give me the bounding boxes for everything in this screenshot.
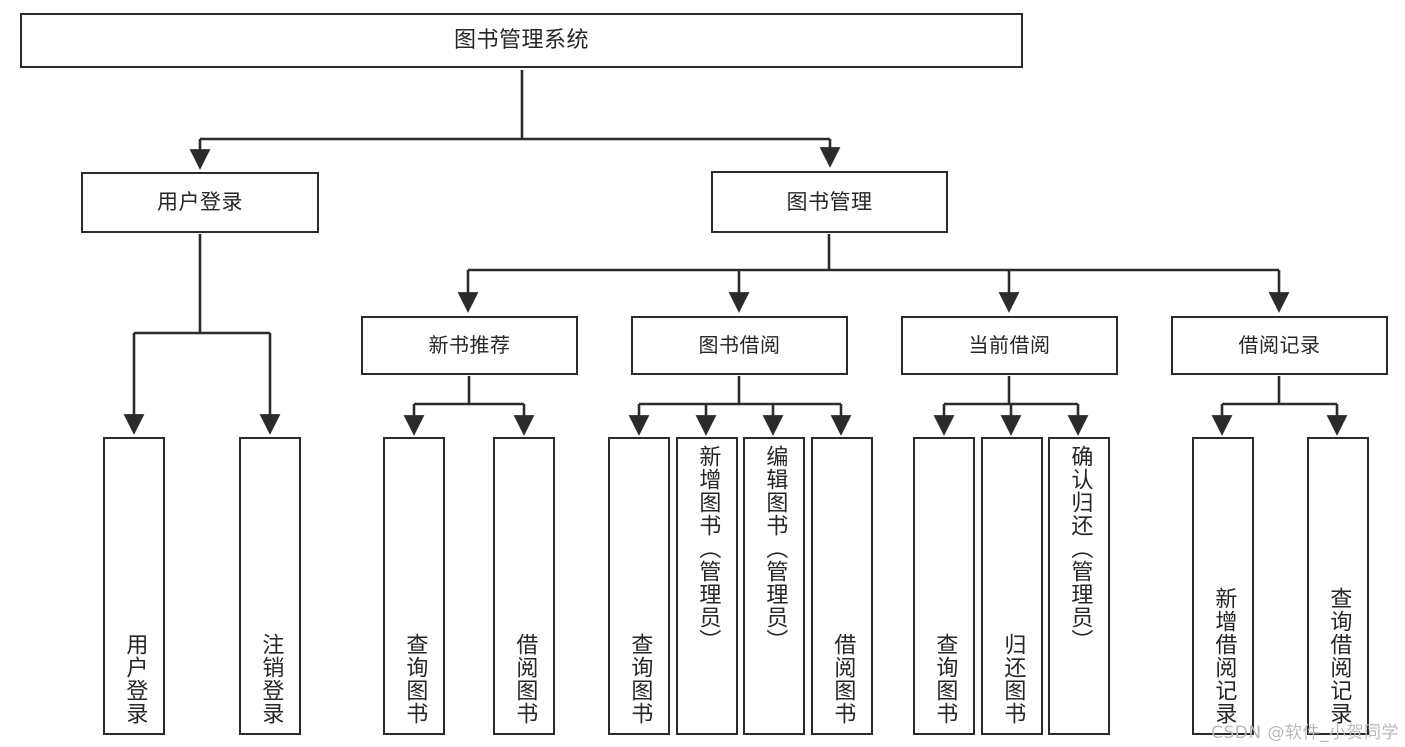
node-label: 图书管理系统	[453, 27, 589, 53]
leaf-label: 查询图书	[627, 633, 653, 725]
node-new-book-recommend[interactable]: 新书推荐	[361, 316, 578, 375]
leaf-label: 查询图书	[932, 633, 958, 725]
leaf-borrow-add-book-admin[interactable]: 新增图书（管理员）	[676, 437, 738, 735]
leaf-label: 归还图书	[1000, 633, 1026, 725]
watermark-text: CSDN @软件_小贺同学	[1211, 723, 1399, 743]
leaf-current-return-book[interactable]: 归还图书	[981, 437, 1043, 735]
node-label: 用户登录	[157, 190, 243, 215]
node-label: 图书管理	[786, 189, 873, 214]
leaf-user-login-logout[interactable]: 注销登录	[239, 437, 301, 735]
leaf-label: 查询图书	[402, 633, 428, 725]
node-label: 借阅记录	[1238, 333, 1321, 357]
leaf-current-confirm-return-admin[interactable]: 确认归还（管理员）	[1048, 437, 1110, 735]
node-user-login[interactable]: 用户登录	[81, 172, 319, 233]
node-book-borrow[interactable]: 图书借阅	[631, 316, 848, 375]
node-borrow-record[interactable]: 借阅记录	[1171, 316, 1388, 375]
node-label: 当前借阅	[968, 333, 1051, 357]
node-book-management[interactable]: 图书管理	[711, 171, 948, 233]
leaf-label: 注销登录	[258, 633, 284, 725]
leaf-label: 新增图书（管理员）	[695, 445, 721, 652]
leaf-user-login-login[interactable]: 用户登录	[103, 437, 165, 735]
leaf-record-query-record[interactable]: 查询借阅记录	[1307, 437, 1369, 735]
leaf-borrow-borrow-book[interactable]: 借阅图书	[811, 437, 873, 735]
leaf-borrow-edit-book-admin[interactable]: 编辑图书（管理员）	[743, 437, 805, 735]
leaf-borrow-query-book[interactable]: 查询图书	[608, 437, 670, 735]
leaf-label: 借阅图书	[512, 633, 538, 725]
node-label: 新书推荐	[428, 333, 511, 357]
leaf-record-add-record[interactable]: 新增借阅记录	[1192, 437, 1254, 735]
leaf-label: 确认归还（管理员）	[1067, 445, 1093, 652]
node-root-system[interactable]: 图书管理系统	[20, 13, 1023, 68]
leaf-label: 用户登录	[122, 633, 148, 725]
leaf-label: 借阅图书	[830, 633, 856, 725]
leaf-label: 编辑图书（管理员）	[762, 445, 788, 652]
leaf-current-query-book[interactable]: 查询图书	[913, 437, 975, 735]
leaf-label: 查询借阅记录	[1326, 587, 1352, 725]
leaf-new-book-borrow[interactable]: 借阅图书	[493, 437, 555, 735]
node-current-borrow[interactable]: 当前借阅	[901, 316, 1118, 375]
leaf-label: 新增借阅记录	[1211, 587, 1237, 725]
node-label: 图书借阅	[698, 333, 781, 357]
leaf-new-book-query[interactable]: 查询图书	[383, 437, 445, 735]
